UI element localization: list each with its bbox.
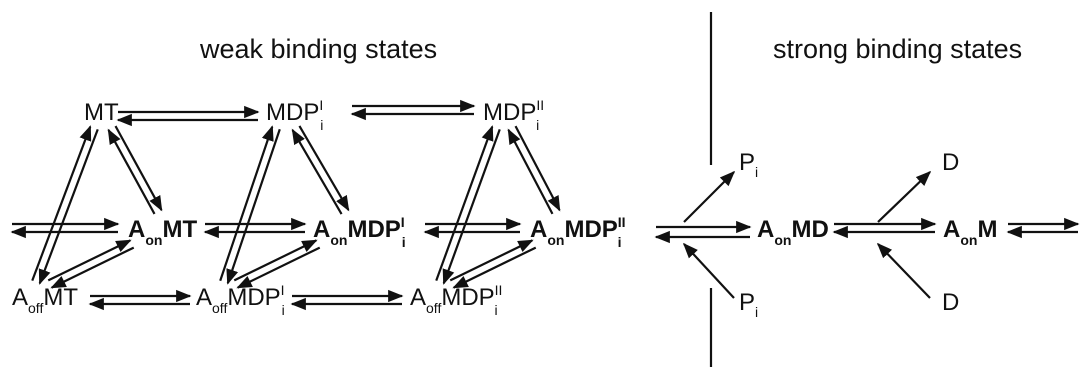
state-aon-m: AonM (943, 216, 997, 248)
product-pi-release: Pi (739, 149, 758, 180)
pi-binding-arrow (682, 242, 735, 299)
aoffmt-aonmt-reverse-arrow (50, 246, 135, 289)
weak-binding-header: weak binding states (199, 34, 437, 64)
aoffmdpi1-aonmdpi1-reverse-arrow (236, 246, 321, 289)
mdpi2-aonmdpi2-reverse-arrow (507, 128, 554, 215)
mdpi1-aonmdpi1-reverse-arrow (291, 128, 343, 215)
arrows-group (10, 99, 1080, 311)
product-pi-binding: Pi (739, 289, 758, 320)
d-binding-arrow (876, 242, 931, 299)
mdpi2-aoffmdpi2-reverse-arrow (435, 125, 494, 282)
d-release-arrow (877, 170, 932, 223)
state-aoff-mt: AoffMT (12, 284, 78, 316)
aoffmt-aonmt-forward-arrow (47, 239, 132, 282)
state-aon-md: AonMD (757, 216, 829, 248)
state-aon-mt: AonMT (128, 216, 197, 248)
mdpi1-aoffmdpi1-forward-arrow (226, 128, 281, 285)
mdpi1-aoffmdpi1-reverse-arrow (219, 125, 274, 282)
mdpi2-aonmdpi2-forward-arrow (514, 125, 561, 212)
mt-aonmt-reverse-arrow (107, 128, 156, 215)
pi-release-arrow (683, 170, 736, 223)
strong-binding-header: strong binding states (773, 34, 1022, 64)
aoffmdpi2-aonmdpi2-forward-arrow (449, 239, 534, 282)
mdpi1-aonmdpi1-forward-arrow (298, 125, 350, 212)
aoffmdpi1-aonmdpi1-forward-arrow (233, 239, 318, 282)
mt-aonmt-forward-arrow (114, 125, 163, 212)
state-mt: MT (84, 99, 119, 126)
mt-aoffmt-reverse-arrow (31, 125, 92, 281)
product-d-binding: D (942, 289, 959, 316)
product-d-release: D (942, 149, 959, 176)
mdpi2-aoffmdpi2-forward-arrow (442, 128, 501, 285)
aoffmdpi2-aonmdpi2-reverse-arrow (452, 246, 537, 289)
mt-aoffmt-forward-arrow (38, 129, 99, 285)
